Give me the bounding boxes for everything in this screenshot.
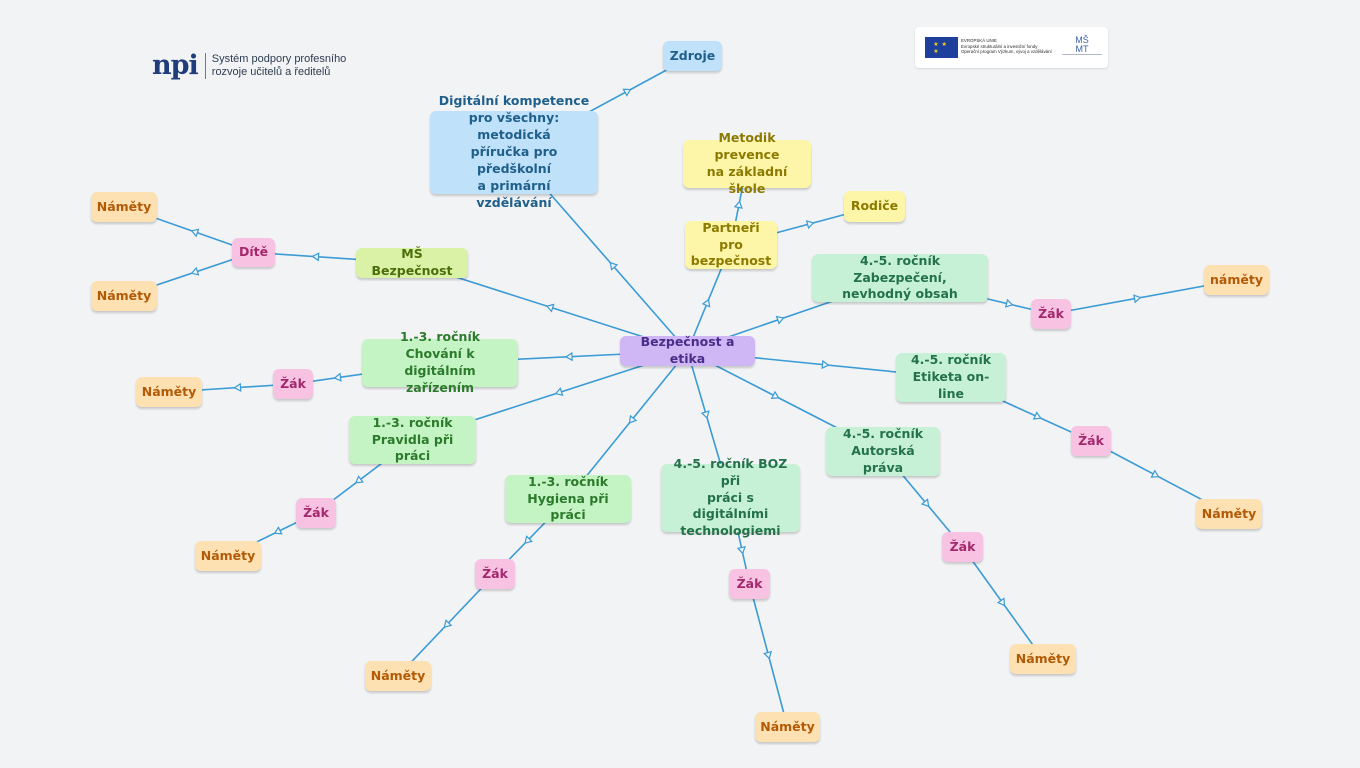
arrow-icon: [311, 252, 320, 262]
npi-logo: npi Systém podpory profesního rozvoje uč…: [152, 52, 346, 79]
npi-logo-divider: [204, 52, 206, 79]
arrow-icon: [821, 359, 830, 370]
arrow-icon: [190, 266, 200, 276]
arrow-icon: [190, 228, 200, 238]
arrow-icon: [770, 390, 780, 399]
arrow-icon: [701, 298, 711, 308]
arrow-icon: [775, 315, 785, 325]
eu-logo-text: EVROPSKÁ UNIE Evropské strukturální a in…: [961, 38, 1052, 54]
arrow-icon: [564, 351, 573, 362]
node-namety-pravidla[interactable]: Náměty: [195, 541, 261, 571]
arrow-icon: [443, 619, 453, 629]
node-chovani[interactable]: 1.-3. ročník Chování k digitálním zaříze…: [362, 329, 518, 395]
node-rodice[interactable]: Rodiče: [844, 191, 905, 222]
node-center[interactable]: Bezpečnost a etika: [620, 334, 755, 366]
node-zak-zabezpeceni[interactable]: Žák: [1031, 299, 1071, 329]
node-namety-autorska[interactable]: Náměty: [1010, 644, 1076, 674]
arrow-icon: [622, 88, 632, 97]
node-digitalni-kompetence[interactable]: Digitální kompetence pro všechny: metodi…: [430, 93, 598, 210]
node-etiketa[interactable]: 4.-5. ročník Etiketa on-line: [896, 352, 1006, 402]
node-zak-etiketa[interactable]: Žák: [1071, 426, 1111, 456]
node-namety-dite-1[interactable]: Náměty: [91, 192, 157, 222]
node-zak-pravidla[interactable]: Žák: [296, 498, 336, 528]
arrow-icon: [736, 545, 746, 555]
node-namety-dite-2[interactable]: Náměty: [91, 281, 157, 311]
node-autorska[interactable]: 4.-5. ročník Autorská práva: [826, 426, 940, 476]
node-namety-etiketa[interactable]: Náměty: [1196, 499, 1262, 529]
arrow-icon: [763, 650, 773, 660]
npi-logo-mark: npi: [152, 50, 199, 81]
node-dite[interactable]: Dítě: [232, 238, 275, 267]
node-partneri[interactable]: Partneři pro bezpečnost: [685, 220, 777, 269]
arrow-icon: [354, 475, 364, 484]
arrow-icon: [1004, 298, 1014, 308]
arrow-icon: [920, 498, 930, 508]
arrow-icon: [1133, 294, 1142, 304]
arrow-icon: [273, 526, 283, 535]
node-namety-hygiena[interactable]: Náměty: [365, 661, 431, 691]
node-namety-zabezpeceni[interactable]: náměty: [1204, 265, 1269, 295]
node-zabezpeceni[interactable]: 4.-5. ročník Zabezpečení, nevhodný obsah: [812, 253, 988, 302]
arrow-icon: [524, 535, 533, 544]
node-boz[interactable]: 4.-5. ročník BOZ při práci s digitálními…: [661, 456, 800, 538]
arrow-icon: [1032, 411, 1042, 420]
arrow-icon: [1150, 469, 1160, 478]
arrow-icon: [545, 303, 555, 313]
arrow-icon: [554, 387, 564, 397]
node-ms-bezpecnost[interactable]: MŠ Bezpečnost: [356, 246, 468, 278]
eu-flag-icon: ★ ★ ★: [925, 37, 958, 58]
arrow-icon: [609, 261, 619, 271]
arrow-icon: [805, 220, 815, 230]
npi-logo-text: Systém podpory profesního rozvoje učitel…: [211, 52, 347, 78]
node-zak-chovani[interactable]: Žák: [273, 369, 313, 399]
node-namety-boz[interactable]: Náměty: [755, 712, 820, 742]
node-zak-boz[interactable]: Žák: [729, 569, 770, 599]
node-zak-hygiena[interactable]: Žák: [475, 559, 515, 589]
arrow-icon: [733, 200, 743, 209]
arrow-icon: [233, 382, 242, 392]
msmt-logo-rule: [1062, 54, 1102, 55]
eu-flag-stars: ★ ★ ★: [933, 40, 948, 55]
node-hygiena[interactable]: 1.-3. ročník Hygiena při práci: [505, 474, 631, 523]
msmt-logo-text: MŠ MT: [1075, 35, 1089, 54]
node-namety-chovani[interactable]: Náměty: [136, 377, 202, 407]
node-pravidla[interactable]: 1.-3. ročník Pravidla při práci: [349, 415, 476, 464]
arrow-icon: [700, 410, 710, 419]
node-zdroje[interactable]: Zdroje: [663, 41, 722, 71]
eu-msmt-logo: ★ ★ ★ EVROPSKÁ UNIE Evropské strukturáln…: [915, 27, 1108, 68]
arrow-icon: [333, 372, 342, 382]
arrow-icon: [628, 414, 638, 424]
arrow-icon: [996, 597, 1006, 607]
edge-center-hygiena: [567, 350, 689, 500]
node-metodik-prevence[interactable]: Metodik prevence na základní škole: [683, 130, 811, 196]
node-zak-autorska[interactable]: Žák: [942, 532, 983, 562]
